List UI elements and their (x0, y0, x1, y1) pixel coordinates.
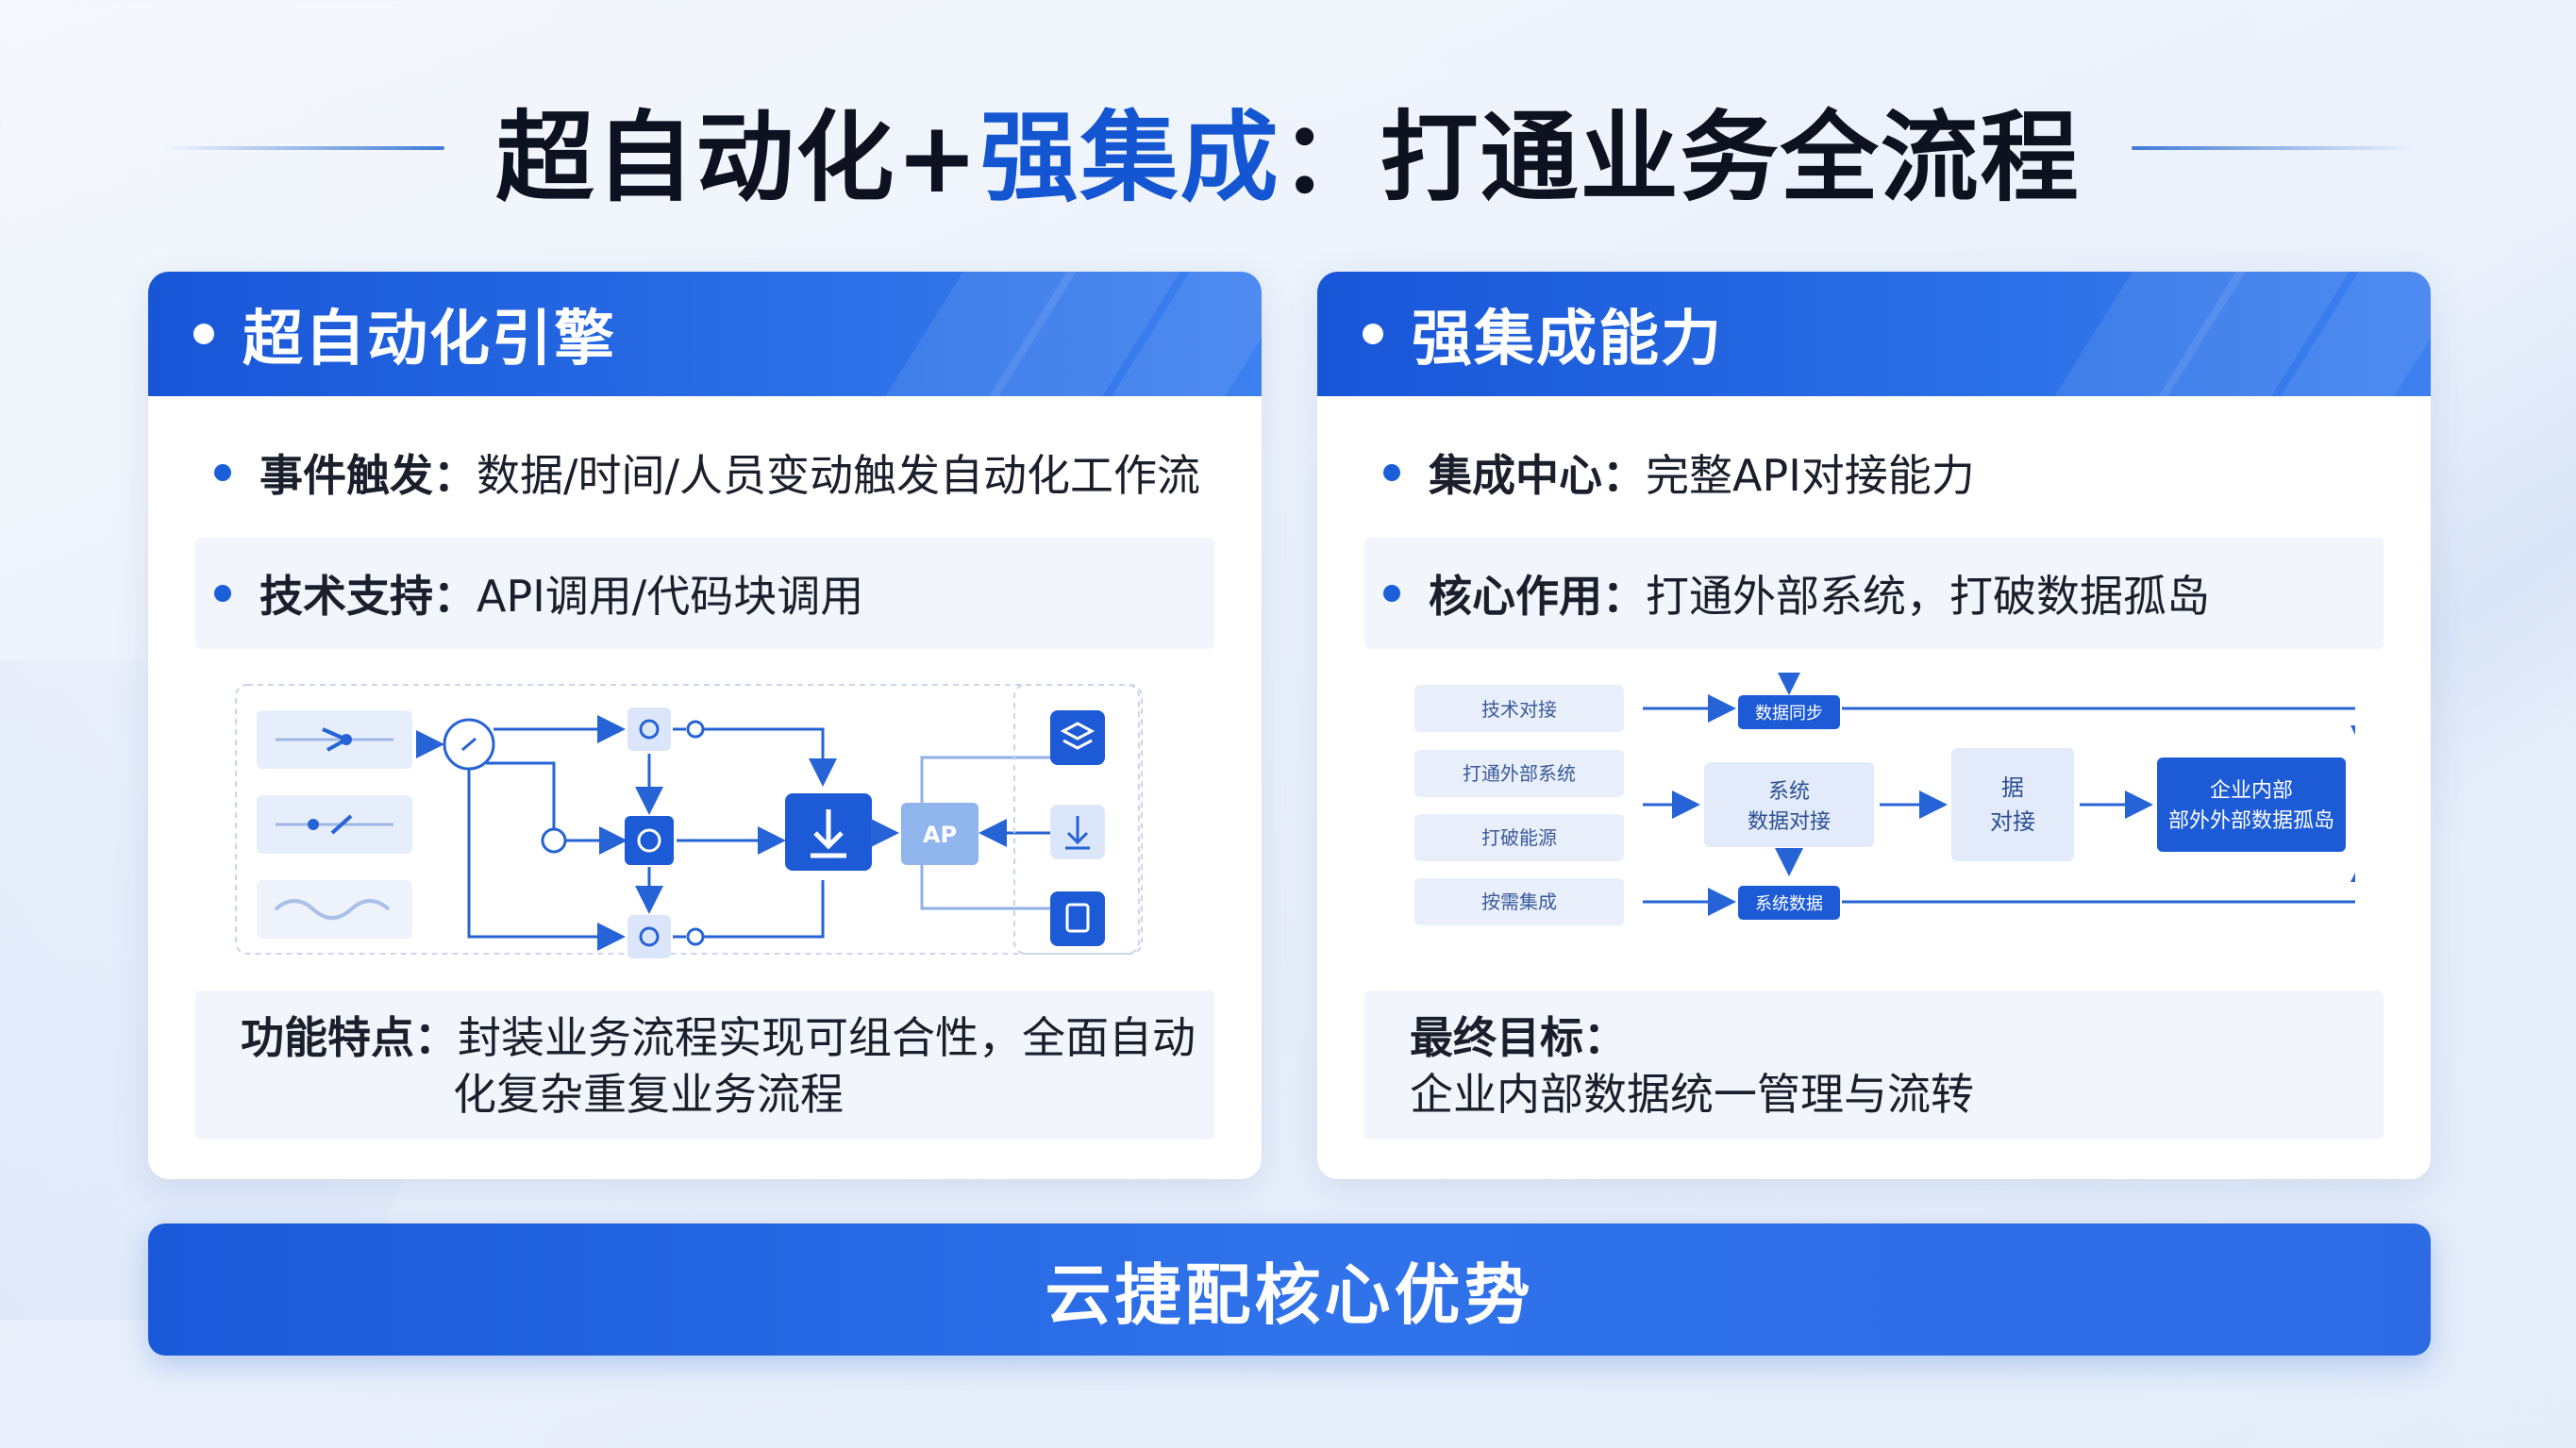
bullet-dot-icon (214, 464, 231, 481)
svg-text:企业内部: 企业内部 (2210, 779, 2293, 803)
title-decor-line (161, 146, 445, 150)
svg-text:据: 据 (2001, 774, 2024, 801)
api-node (901, 803, 979, 865)
svg-text:打通外部系统: 打通外部系统 (1463, 762, 1576, 785)
card-title: 超自动化引擎 (243, 305, 616, 374)
process-node-icon (627, 915, 671, 958)
bullet-dot-icon (214, 585, 231, 602)
title-accent: 强集成 (979, 99, 1280, 215)
sync-node (1738, 695, 1840, 729)
svg-text:技术对接: 技术对接 (1481, 698, 1557, 721)
card-title: 强集成能力 (1412, 305, 1723, 374)
header-dot-icon (1363, 324, 1383, 344)
page-title-row: 超自动化+强集成：打通业务全流程 (0, 87, 2576, 215)
system-data-small-node (1738, 886, 1840, 920)
data-connect-node (1951, 748, 2074, 861)
automation-flow-diagram: AP (235, 684, 1143, 958)
trigger-thumbnail (257, 710, 412, 769)
banner-text: 云捷配核心优势 (1045, 1256, 1534, 1334)
input-box: 技术对接 (1414, 685, 1624, 732)
svg-text:按需集成: 按需集成 (1481, 890, 1557, 913)
card-header: 超自动化引擎 (148, 272, 1262, 396)
page-title: 超自动化+强集成：打通业务全流程 (495, 99, 2081, 215)
svg-text:对接: 对接 (1990, 808, 2035, 835)
svg-text:数据同步: 数据同步 (1755, 704, 1823, 724)
document-icon (1050, 891, 1105, 946)
input-box: 按需集成 (1414, 878, 1624, 925)
system-data-node (1704, 762, 1874, 847)
bullet-core-role: 核心作用：打通外部系统，打破数据孤岛 (1364, 538, 2384, 649)
card-hyper-automation: 超自动化引擎 事件触发：数据/时间/人员变动触发自动化工作流 技术支持：API调… (148, 272, 1262, 1179)
input-box: 打破能源 (1414, 814, 1624, 861)
svg-text:AP: AP (923, 822, 957, 848)
title-decor-line (2131, 146, 2415, 150)
feature-box: 功能特点：封装业务流程实现可组合性，全面自动 化复杂重复业务流程 (195, 990, 1214, 1140)
svg-text:系统: 系统 (1768, 780, 1810, 804)
svg-text:打破能源: 打破能源 (1481, 826, 1557, 849)
svg-text:数据对接: 数据对接 (1748, 810, 1831, 834)
enterprise-node (2157, 757, 2346, 852)
bullet-event-trigger: 事件触发：数据/时间/人员变动触发自动化工作流 (195, 417, 1214, 528)
svg-text:系统数据: 系统数据 (1755, 894, 1823, 914)
process-node-icon (625, 816, 674, 865)
card-header: 强集成能力 (1317, 272, 2431, 396)
bullet-dot-icon (1383, 464, 1400, 481)
header-dot-icon (193, 324, 214, 344)
svg-text:部外外部数据孤岛: 部外外部数据孤岛 (2168, 809, 2334, 833)
input-box: 打通外部系统 (1414, 750, 1624, 797)
goal-box: 最终目标： 企业内部数据统一管理与流转 (1364, 990, 2384, 1140)
process-node-icon (627, 707, 671, 751)
integration-flow-diagram: 技术对接 打通外部系统 打破能源 按需集成 数据同步 系统 数据对接 据 (1414, 673, 2355, 925)
bullet-dot-icon (1383, 585, 1400, 602)
bullet-tech-support: 技术支持：API调用/代码块调用 (195, 538, 1214, 649)
trigger-thumbnail (257, 880, 412, 939)
trigger-thumbnail (257, 795, 412, 854)
bullet-integration-center: 集成中心：完整API对接能力 (1364, 417, 2384, 528)
card-strong-integration: 强集成能力 集成中心：完整API对接能力 核心作用：打通外部系统，打破数据孤岛 … (1317, 272, 2431, 1179)
core-advantage-banner: 云捷配核心优势 (148, 1223, 2431, 1356)
